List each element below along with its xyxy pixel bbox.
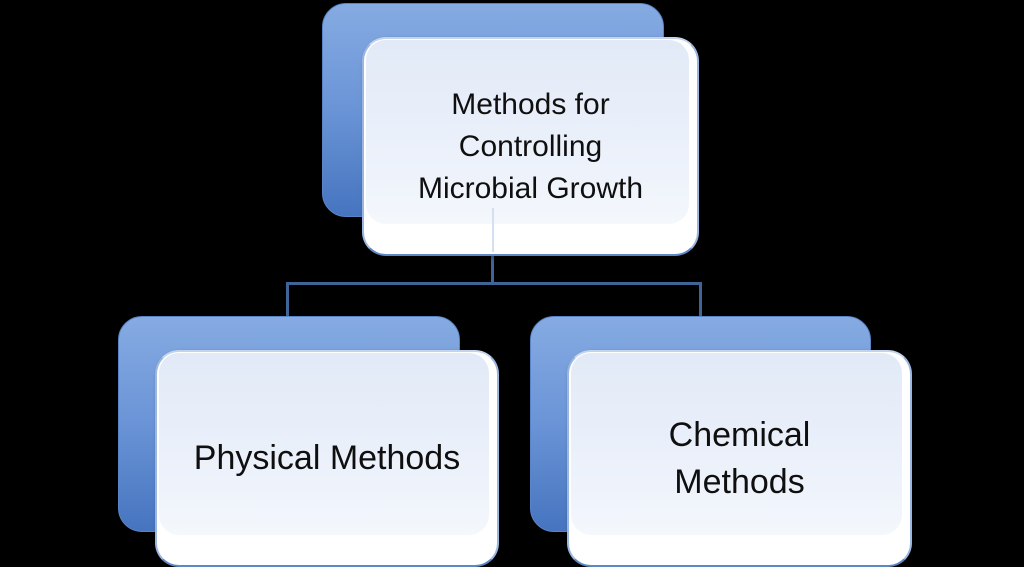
connector-showthrough-line [492, 208, 494, 252]
connector-drop-right [699, 284, 702, 317]
node-root-label-line: Controlling [458, 129, 603, 163]
node-chemical-label-line: Methods [674, 462, 805, 501]
node-physical-card: Physical Methods [155, 350, 499, 567]
connector-crossbar [286, 282, 702, 285]
node-root-label-line: Microbial Growth [417, 171, 644, 205]
node-physical-label: Physical Methods [194, 435, 460, 482]
node-physical-label-line: Physical Methods [193, 439, 461, 477]
node-root-label-line: Methods for [451, 87, 610, 121]
node-chemical-label: Chemical Methods [669, 412, 811, 506]
connector-drop-left [286, 284, 289, 317]
node-root-label: Methods for Controlling Microbial Growth [418, 84, 643, 210]
node-root-card: Methods for Controlling Microbial Growth [362, 37, 699, 256]
node-chemical-label-line: Chemical [668, 415, 811, 454]
node-chemical-card: Chemical Methods [567, 350, 912, 567]
connector-root-stem [491, 252, 494, 284]
